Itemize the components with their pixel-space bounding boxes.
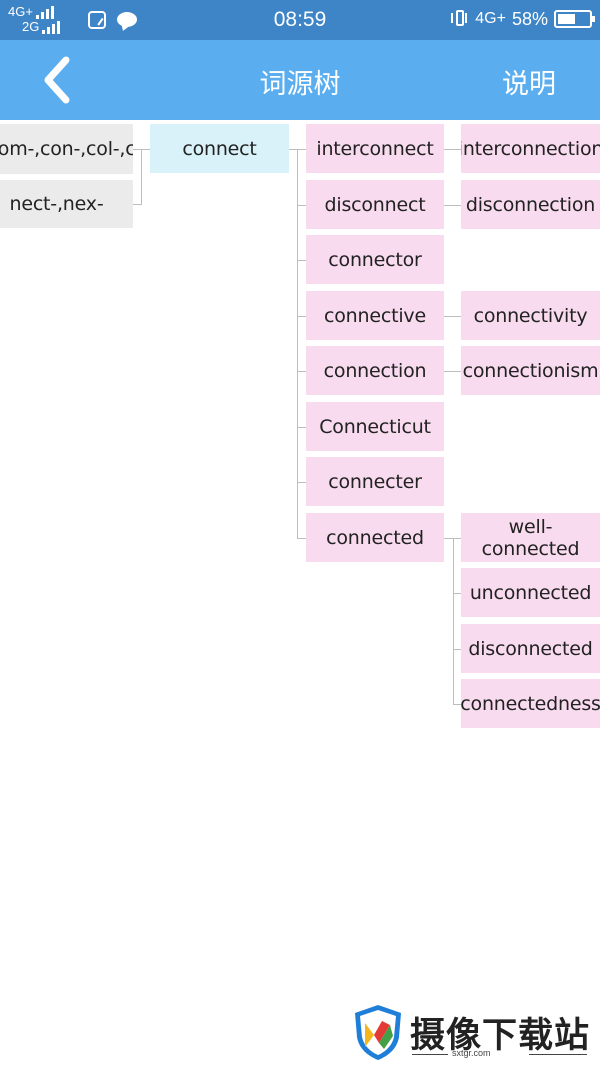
connector-line	[297, 149, 306, 150]
clock: 08:59	[273, 8, 327, 31]
connector-line	[297, 371, 306, 372]
connector-line	[444, 371, 461, 372]
child-word-node[interactable]: connective	[306, 291, 444, 340]
root-node[interactable]: co-,com-,con-,col-,cor-	[0, 124, 133, 174]
child-word-node[interactable]: connection	[306, 346, 444, 395]
signal-indicator: 4G+ 2G	[8, 4, 61, 34]
network-type-top: 4G+	[8, 4, 33, 19]
connector-line	[297, 260, 306, 261]
derived-word-node[interactable]: unconnected	[461, 568, 600, 617]
child-word-node[interactable]: Connecticut	[306, 402, 444, 451]
connector-line	[133, 149, 142, 150]
network-type-right: 4G+	[475, 10, 506, 27]
signal-icon-secondary	[42, 21, 61, 34]
connector-line	[289, 149, 298, 150]
derived-word-node[interactable]: disconnected	[461, 624, 600, 673]
connector-line	[444, 316, 461, 317]
root-node[interactable]: nect-,nex-	[0, 180, 133, 228]
child-word-node[interactable]: disconnect	[306, 180, 444, 229]
child-word-node[interactable]: connector	[306, 235, 444, 284]
connector-line	[444, 205, 461, 206]
connector-line	[453, 593, 461, 594]
chevron-left-icon	[44, 56, 70, 104]
page-title: 词源树	[259, 69, 341, 100]
connector-line	[453, 538, 454, 705]
watermark-url: sxtgr.com	[452, 1048, 491, 1058]
connector-line	[444, 538, 454, 539]
connector-line	[297, 482, 306, 483]
derived-word-node[interactable]: interconnection	[461, 124, 600, 173]
battery-icon	[554, 10, 595, 28]
connector-line	[453, 704, 461, 705]
connector-line	[133, 204, 142, 205]
child-word-node[interactable]: connecter	[306, 457, 444, 506]
app-header: 词源树 说明	[0, 40, 600, 120]
main-word-node[interactable]: connect	[150, 124, 289, 173]
app-icon	[88, 11, 106, 29]
connector-line	[297, 149, 298, 539]
connector-line	[297, 205, 306, 206]
divider	[412, 1054, 448, 1055]
message-icon	[117, 12, 137, 27]
connector-line	[297, 316, 306, 317]
derived-word-node[interactable]: disconnection	[461, 180, 600, 229]
network-type-bottom: 2G	[22, 19, 40, 34]
connector-line	[141, 149, 142, 205]
connector-line	[297, 427, 306, 428]
vibrate-icon	[451, 8, 469, 30]
child-word-node[interactable]: interconnect	[306, 124, 444, 173]
back-button[interactable]	[30, 52, 86, 108]
derived-word-node[interactable]: connectivity	[461, 291, 600, 340]
status-bar: 4G+ 2G 08:59 4G+ 58%	[0, 0, 600, 40]
derived-word-node[interactable]: connectionism	[461, 346, 600, 395]
battery-percent: 58%	[511, 8, 548, 29]
derived-word-node[interactable]: well-connected	[461, 513, 600, 562]
connector-line	[453, 649, 461, 650]
signal-icon	[35, 6, 54, 19]
connector-line	[297, 538, 306, 539]
watermark: 摄像下载站 sxtgr.com	[352, 1003, 597, 1063]
connector-line	[453, 538, 461, 539]
child-word-node[interactable]: connected	[306, 513, 444, 562]
divider	[529, 1054, 587, 1055]
watermark-text: 摄像下载站	[410, 1016, 591, 1056]
help-button[interactable]: 说明	[502, 69, 556, 100]
shield-logo-icon	[355, 1005, 401, 1060]
status-right: 4G+ 58%	[451, 8, 595, 30]
derived-word-node[interactable]: connectedness	[461, 679, 600, 728]
connector-line	[141, 149, 150, 150]
connector-line	[444, 149, 461, 150]
